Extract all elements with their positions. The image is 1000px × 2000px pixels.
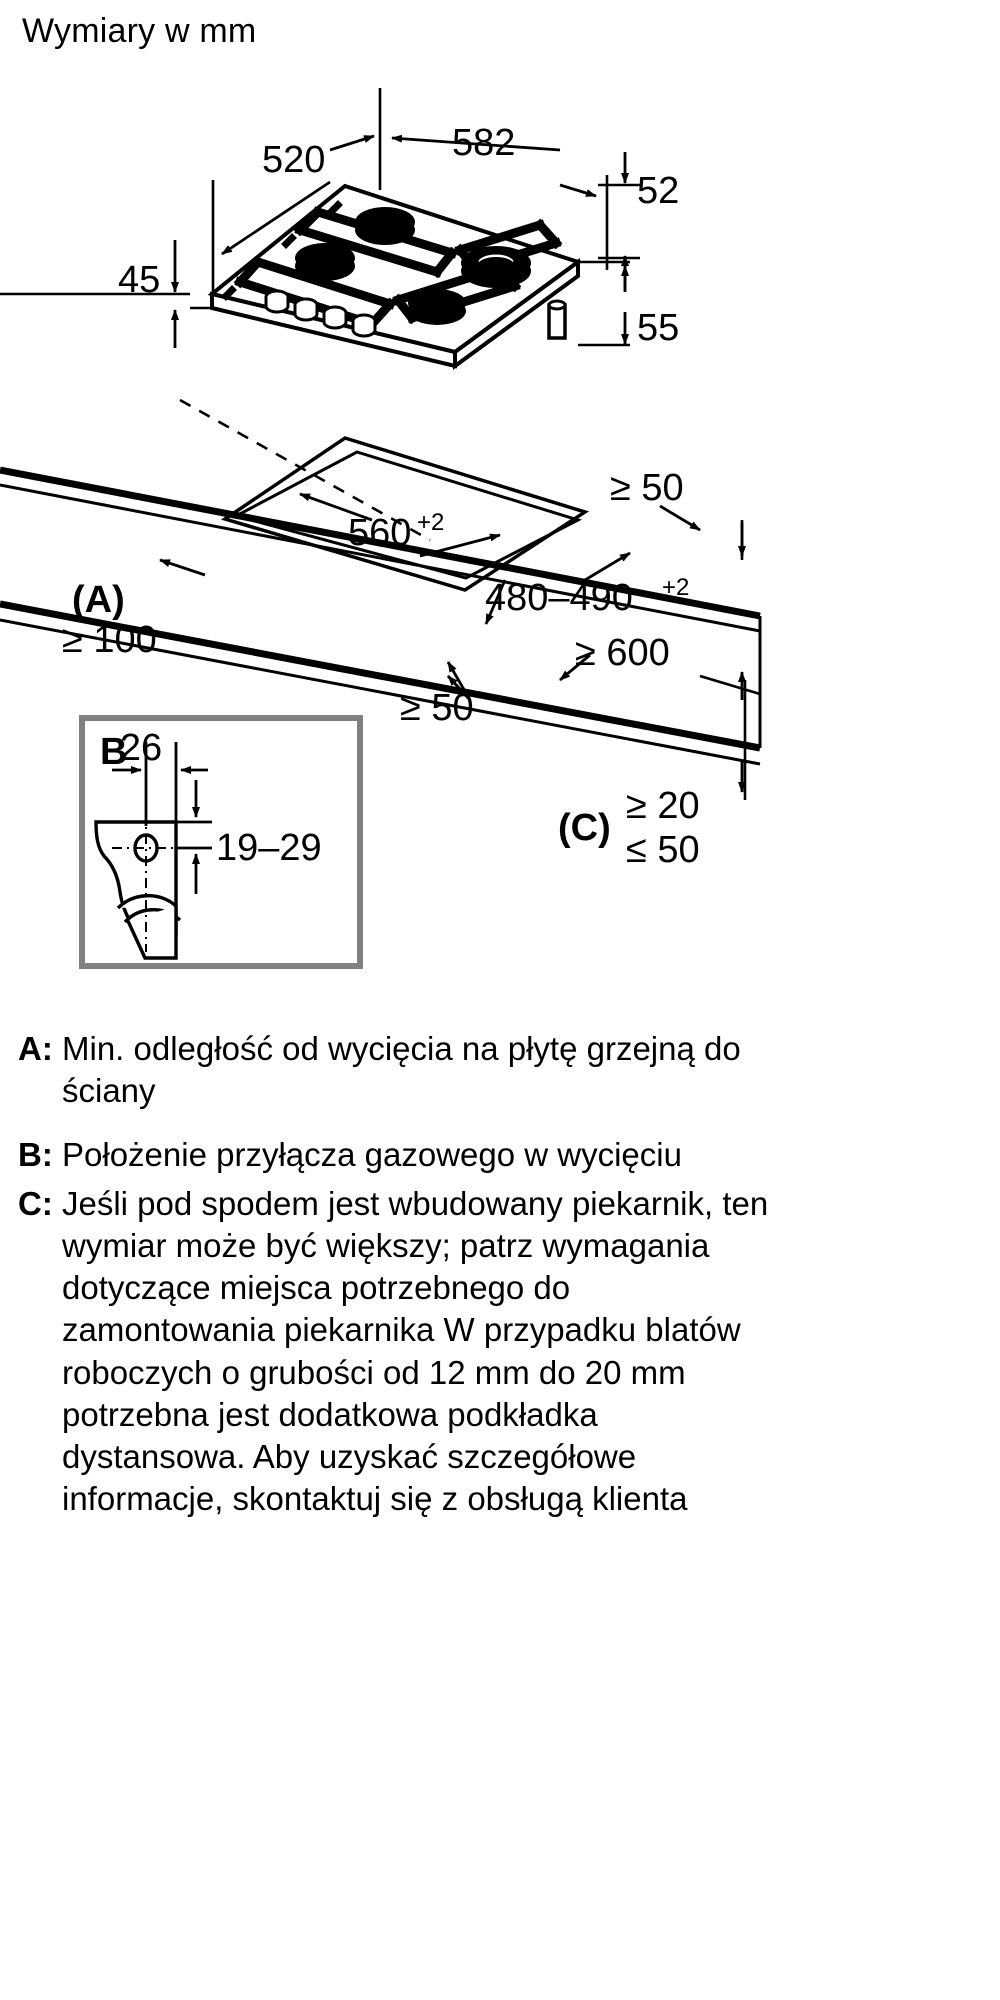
dim-520: 520 [262, 139, 325, 181]
hob-isometric-view: 520 582 52 55 45 [0, 88, 679, 370]
dim-min-50-bottom: ≥ 50 [400, 687, 474, 729]
dim-480-490-group: 480–490 +2 [485, 574, 689, 619]
hob-knobs [264, 289, 377, 338]
dim-min-50-top: ≥ 50 [610, 467, 684, 509]
legend-text-b: Położenie przyłącza gazowego w wycięciu [62, 1136, 682, 1174]
label-a: (A) [72, 579, 125, 621]
page-title: Wymiary w mm [22, 12, 257, 50]
hob-dimension-arrows [171, 134, 629, 348]
dim-min-600: ≥ 600 [575, 632, 670, 674]
detail-box-b: B 26 [79, 715, 363, 969]
worktop-surface [0, 466, 762, 766]
hob-extension-lines [0, 88, 640, 347]
cutout-dimension-arrows [159, 492, 746, 794]
legend-text-a: Min. odległość od wycięcia na płytę grze… [62, 1030, 741, 1110]
detail-b-dim-19-29 [176, 780, 212, 894]
legend-row-a: A: Min. odległość od wycięcia na płytę g… [18, 1028, 778, 1112]
dim-45: 45 [118, 259, 160, 301]
legend-key-b: B: [18, 1136, 53, 1174]
dim-19-29: 19–29 [216, 827, 322, 869]
value-a: ≥ 100 [62, 619, 157, 661]
hob-burners [295, 207, 531, 325]
legend-row-b: B: Położenie przyłącza gazowego w wycięc… [18, 1134, 778, 1176]
legend-row-c: C: Jeśli pod spodem jest wbudowany pieka… [18, 1183, 778, 1521]
dim-582: 582 [452, 122, 515, 164]
technical-drawing: 520 582 52 55 45 [0, 88, 762, 969]
dim-560-group: 560 +2 [348, 509, 444, 554]
dim-55: 55 [637, 307, 679, 349]
dim-560-superscript: +2 [417, 509, 444, 536]
detail-b-label: B [100, 731, 127, 773]
label-c: (C) [558, 807, 611, 849]
gas-hose [116, 894, 182, 960]
value-c-min: ≥ 20 [626, 785, 700, 827]
projection-line [179, 398, 431, 542]
legend-key-c: C: [18, 1184, 53, 1222]
detail-b-dim-26 [112, 742, 208, 826]
legend-text-c: Jeśli pod spodem jest wbudowany piekarni… [62, 1184, 769, 1518]
dim-26: 26 [120, 727, 162, 769]
gas-connector-stub [547, 299, 567, 340]
legend-key-a: A: [18, 1030, 53, 1067]
dim-480-490-superscript: +2 [662, 574, 689, 601]
worktop-cutout-view: 560 +2 480–490 +2 ≥ 50 ≥ 600 ≥ 50 (A) ≥ … [0, 398, 762, 871]
dim-560: 560 [348, 512, 411, 554]
dim-52: 52 [637, 170, 679, 212]
value-c-max: ≤ 50 [626, 829, 700, 871]
dim-480-490: 480–490 [485, 577, 633, 619]
legend-block: A: Min. odległość od wycięcia na płytę g… [18, 1028, 778, 1543]
cutout-opening [220, 436, 590, 592]
